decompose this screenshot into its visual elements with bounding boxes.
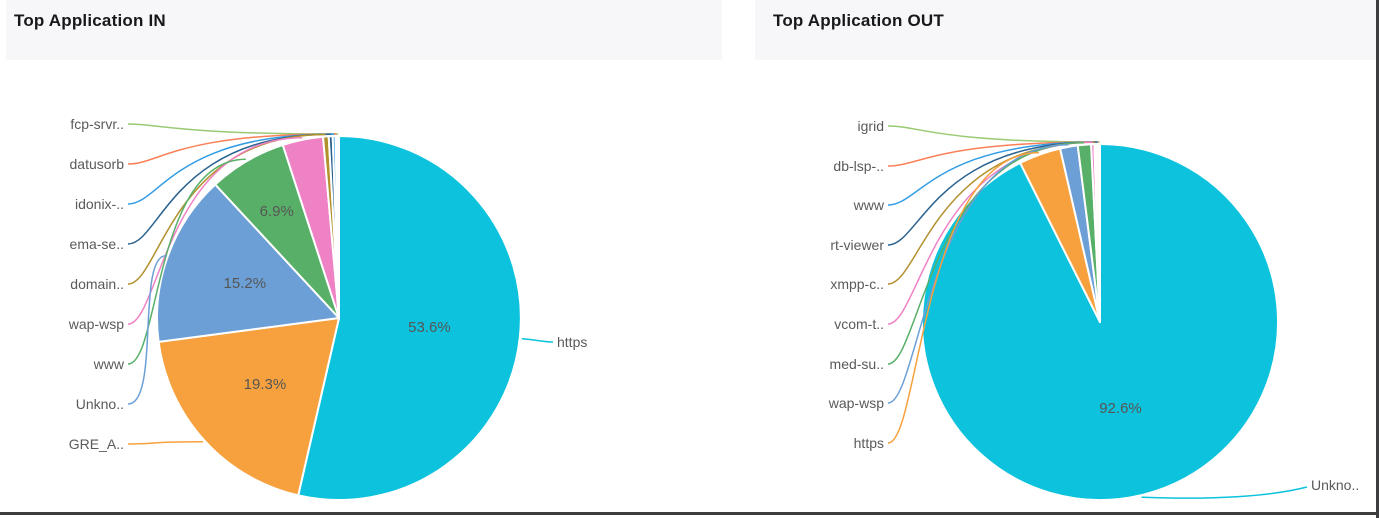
pie-leader-line [887,141,1099,167]
pie-label: med-su.. [829,356,884,372]
pie-label: www [93,356,124,372]
pie-leader-line [127,133,337,165]
panel-title-out: Top Application OUT [773,11,944,30]
pie-leader-line [127,254,167,405]
pie-leader-line [521,338,554,343]
pie-leader-line [887,125,1100,143]
frame-border-right [1376,0,1379,518]
pie-percent-label: 53.6% [408,319,451,337]
pie-label: Unkno.. [75,396,124,412]
pie-label: db-lsp-.. [833,158,884,174]
pie-leader-line [127,136,303,325]
pie-slice-unkno-[interactable] [156,183,340,343]
pie-slice-igrid[interactable] [1098,142,1101,323]
pie-label: igrid [857,118,884,134]
pie-percent-label: 92.6% [1099,399,1142,417]
pie-label: wap-wsp [68,316,124,332]
pie-label: rt-viewer [830,237,884,253]
pie-label: https [557,334,588,350]
pie-leader-line [887,141,1099,206]
pie-leader-line [1141,486,1308,499]
pie-label: Unkno.. [1311,477,1360,493]
pie-label: idonix-.. [74,196,124,212]
pie-slice-unkno-[interactable] [921,143,1279,501]
panel-header-top-application-in: Top Application IN [6,0,722,60]
pie-slice-fcp-srvr-[interactable] [336,134,340,319]
pie-label: vcom-t.. [834,316,884,332]
pie-label: GRE_A.. [68,436,124,452]
pie-label: www [853,197,884,213]
pie-label: datusorb [69,156,124,172]
pie-percent-label: 19.3% [243,376,287,394]
pie-label: domain.. [70,276,124,292]
pie-leader-line [127,123,339,135]
pie-label: fcp-srvr.. [70,116,124,132]
pie-slice-https[interactable] [297,135,522,501]
panel-header-top-application-out: Top Application OUT [755,0,1377,60]
pie-label: ema-se.. [69,236,124,252]
pie-label: xmpp-c.. [830,276,884,292]
pie-slice-gre-a-[interactable] [157,317,340,497]
pie-leader-line [127,441,203,445]
frame-border-bottom [0,512,1379,515]
pie-leader-line [887,151,1040,444]
pie-leader-line [887,141,1097,246]
pie-label: https [853,435,884,451]
pie-percent-label: 15.2% [223,275,267,293]
pie-percent-label: 6.9% [259,203,294,221]
pie-leader-line [127,133,335,205]
pie-leader-line [127,158,246,365]
panel-title-in: Top Application IN [14,11,166,30]
pie-label: wap-wsp [828,395,884,411]
